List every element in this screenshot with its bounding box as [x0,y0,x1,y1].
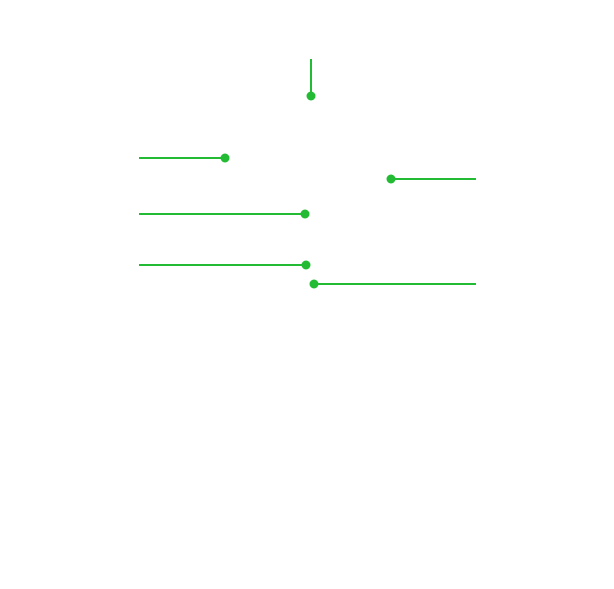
anchor-dot-left-2 [300,209,310,219]
anchor-dot-right-2 [309,279,319,289]
callout-left-2 [139,209,310,219]
callout-left-3 [139,260,311,270]
anchor-dot-left-3 [301,260,311,270]
callout-right-2 [309,279,476,289]
callout-left-1 [139,153,230,163]
anchor-dot-right-1 [386,174,396,184]
callout-right-1 [386,174,476,184]
anchor-dot-left-1 [220,153,230,163]
callout-top [306,59,316,101]
anchor-dot-top [306,91,316,101]
